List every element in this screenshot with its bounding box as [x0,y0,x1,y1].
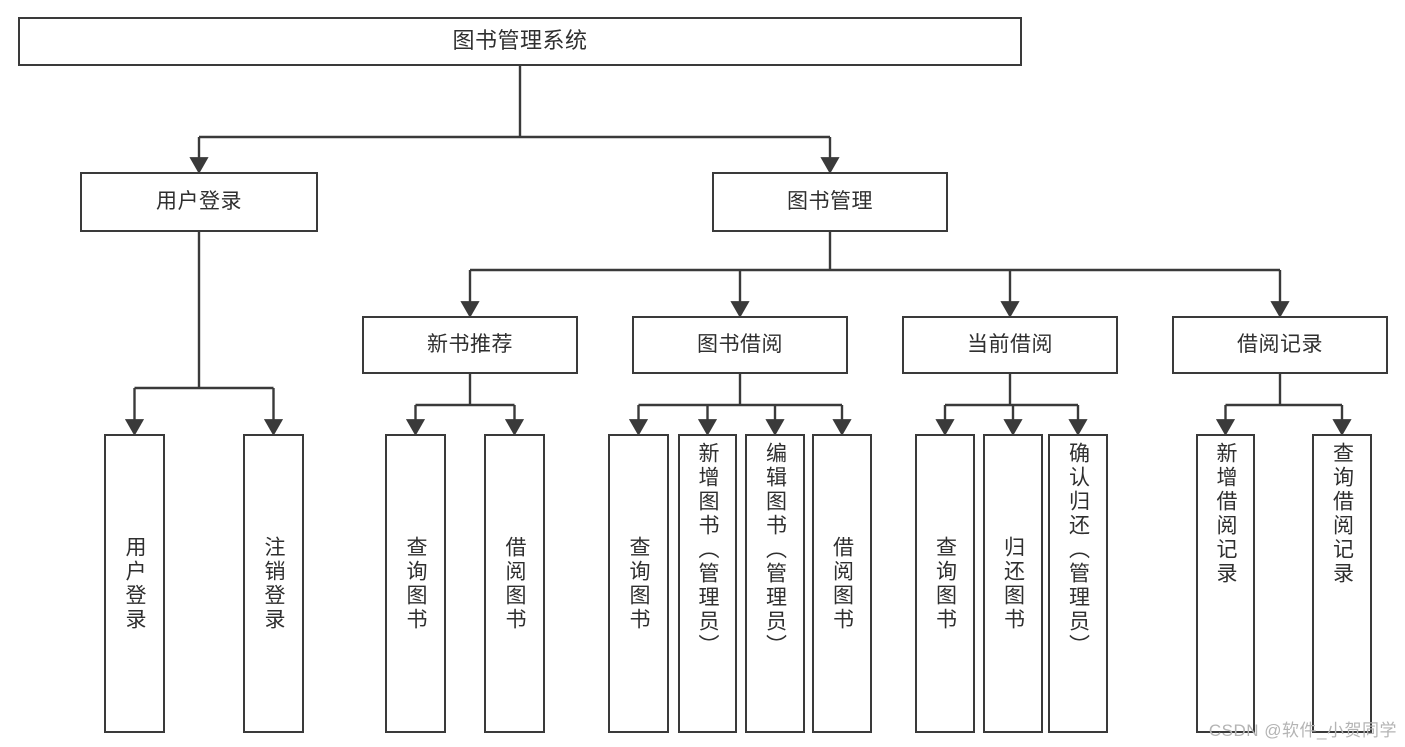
node-label: 图书借阅 [697,333,783,357]
node-leaf-user-login[interactable]: 用户登录 [104,434,165,733]
node-label: 图书管理系统 [452,28,588,54]
node-leaf-edit-book[interactable]: 编辑图书（管理员） [745,434,805,733]
node-label: 注销登录 [262,535,285,632]
node-leaf-query-book-borrow[interactable]: 查询图书 [608,434,669,733]
node-label: 新书推荐 [427,333,513,357]
node-label: 新增图书（管理员） [696,442,719,658]
node-label: 借阅记录 [1237,333,1323,357]
node-label: 查询图书 [627,535,650,632]
watermark: CSDN @软件_小贺同学 [1208,721,1397,740]
node-root[interactable]: 图书管理系统 [18,17,1022,66]
node-current-borrow[interactable]: 当前借阅 [902,316,1118,374]
node-leaf-borrow-book[interactable]: 借阅图书 [812,434,872,733]
node-leaf-logout[interactable]: 注销登录 [243,434,304,733]
node-label: 用户登录 [123,535,146,632]
node-leaf-return-book[interactable]: 归还图书 [983,434,1043,733]
node-new-book-rec[interactable]: 新书推荐 [362,316,578,374]
node-book-borrow[interactable]: 图书借阅 [632,316,848,374]
node-leaf-query-book-cur[interactable]: 查询图书 [915,434,975,733]
node-leaf-add-book[interactable]: 新增图书（管理员） [678,434,737,733]
node-leaf-query-record[interactable]: 查询借阅记录 [1312,434,1372,733]
node-label: 查询图书 [933,535,957,632]
node-label: 确认归还（管理员） [1066,442,1090,658]
node-label: 当前借阅 [967,333,1053,357]
node-leaf-add-record[interactable]: 新增借阅记录 [1196,434,1255,733]
node-label: 归还图书 [1001,535,1025,632]
node-book-manage[interactable]: 图书管理 [712,172,948,232]
node-leaf-borrow-book-rec[interactable]: 借阅图书 [484,434,545,733]
node-label: 查询图书 [404,535,427,632]
node-user-login[interactable]: 用户登录 [80,172,318,232]
node-label: 借阅图书 [830,535,854,632]
node-borrow-record[interactable]: 借阅记录 [1172,316,1388,374]
node-label: 查询借阅记录 [1330,442,1354,586]
node-leaf-confirm-return[interactable]: 确认归还（管理员） [1048,434,1108,733]
node-label: 用户登录 [156,190,242,214]
node-label: 新增借阅记录 [1214,442,1237,586]
node-label: 编辑图书（管理员） [763,442,787,658]
node-label: 借阅图书 [503,535,526,632]
node-leaf-query-book-rec[interactable]: 查询图书 [385,434,446,733]
node-label: 图书管理 [787,190,873,214]
